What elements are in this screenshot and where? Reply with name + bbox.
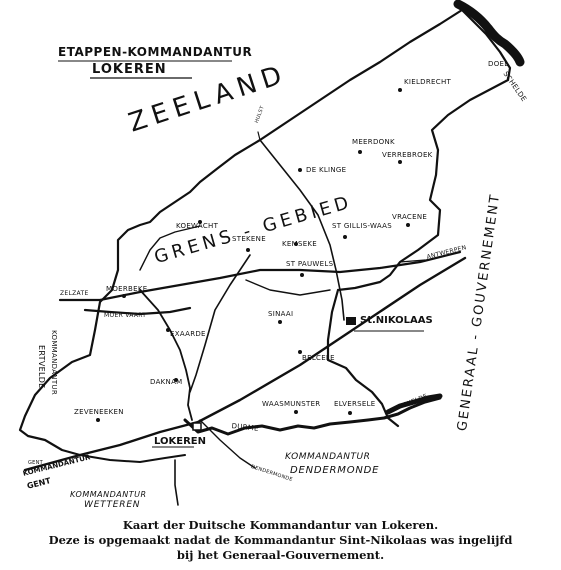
place-st-gillis: ST GILLIS-WAAS bbox=[332, 222, 392, 230]
place-stekene: STEKENE bbox=[232, 235, 266, 243]
place-moervaart: MOER VAART bbox=[104, 312, 147, 319]
dot-elversele bbox=[348, 411, 352, 415]
dot-zeveneeken bbox=[96, 418, 100, 422]
dot-daknam bbox=[174, 378, 178, 382]
dot-sinaai bbox=[278, 320, 282, 324]
durme-river bbox=[183, 396, 442, 436]
lokeren-marker bbox=[192, 422, 202, 431]
header-line2: LOKEREN bbox=[92, 62, 167, 77]
road-stekene-daknam bbox=[189, 254, 251, 393]
road-dendermonde bbox=[199, 419, 256, 469]
dot-moerbeke bbox=[122, 294, 126, 298]
dot-kemseke bbox=[294, 242, 298, 246]
place-de-klinge: DE KLINGE bbox=[306, 166, 347, 174]
region-ertvelde-2: ERTVELDE bbox=[37, 345, 46, 389]
antwerpen-arrow bbox=[399, 259, 426, 263]
place-waasmunster: WAASMUNSTER bbox=[262, 400, 321, 408]
dot-belcele bbox=[298, 350, 302, 354]
caption-line2: Deze is opgemaakt nadat de Kommandantur … bbox=[48, 533, 513, 547]
place-koewacht: KOEWACHT bbox=[176, 222, 219, 230]
st-nikolaas-marker bbox=[346, 317, 356, 325]
place-st-nikolaas: St.NIKOLAAS bbox=[360, 315, 433, 326]
road-stekene-st-nikolaas bbox=[259, 139, 345, 321]
dot-stekene bbox=[246, 248, 250, 252]
region-ertvelde-1: KOMMANDANTUR bbox=[50, 330, 58, 395]
dot-waasmunster bbox=[294, 410, 298, 414]
place-zeveneeken: ZEVENEEKEN bbox=[74, 408, 124, 416]
dot-st-gillis bbox=[343, 235, 347, 239]
map-drawing bbox=[18, 0, 525, 506]
inner-boundary-1 bbox=[139, 225, 201, 271]
dot-vracene bbox=[406, 223, 410, 227]
dot-st-pauwels bbox=[300, 273, 304, 277]
road-exaarde-lokeren bbox=[139, 289, 193, 421]
dot-koewacht bbox=[198, 220, 202, 224]
inner-boundary-2 bbox=[245, 279, 331, 296]
hulst-road bbox=[257, 131, 261, 141]
caption-line1: Kaart der Duitsche Kommandantur van Loke… bbox=[122, 518, 439, 532]
place-belcele: BELCELE bbox=[302, 354, 335, 362]
dot-meerdonk bbox=[358, 150, 362, 154]
region-dendermonde-1: KOMMANDANTUR bbox=[285, 452, 371, 462]
place-kemseke: KEMSEKE bbox=[282, 240, 318, 248]
wetteren-boundary-2 bbox=[174, 459, 179, 506]
dot-kieldrecht bbox=[398, 88, 402, 92]
region-wetteren-1: KOMMANDANTUR bbox=[70, 490, 147, 499]
place-verrebroek: VERREBROEK bbox=[382, 151, 433, 159]
moervaart-canal bbox=[83, 306, 192, 316]
schelde-river-north bbox=[453, 0, 525, 67]
district-boundary bbox=[18, 8, 512, 457]
place-sinaai: SINAAI bbox=[268, 310, 294, 318]
place-moerbeke: MOERBEKE bbox=[106, 285, 148, 293]
place-elversele: ELVERSELE bbox=[334, 400, 376, 408]
place-gent-rail: GENT bbox=[28, 460, 44, 466]
place-meerdonk: MEERDONK bbox=[352, 138, 395, 146]
caption-line3: bij het Generaal-Gouvernement. bbox=[176, 548, 385, 562]
place-st-pauwels: ST PAUWELS bbox=[286, 260, 334, 268]
place-doel: DOEL bbox=[488, 60, 509, 68]
dot-verrebroek bbox=[398, 160, 402, 164]
region-dendermonde-2: DENDERMONDE bbox=[290, 465, 380, 476]
place-exaarde: EXAARDE bbox=[170, 330, 206, 338]
place-daknam: DAKNAM bbox=[150, 378, 183, 386]
railway-gent-antwerpen bbox=[23, 256, 467, 472]
dot-de-klinge bbox=[298, 168, 302, 172]
header-line1: ETAPPEN-KOMMANDANTUR bbox=[58, 45, 253, 59]
place-vracene: VRACENE bbox=[392, 213, 428, 221]
schelde-river-south bbox=[385, 393, 443, 415]
wetteren-boundary bbox=[79, 454, 186, 463]
dot-exaarde bbox=[166, 328, 170, 332]
railway-zelzate-antwerpen bbox=[58, 250, 462, 302]
place-zelzate: ZELZATE bbox=[60, 290, 89, 297]
region-wetteren-2: WETTEREN bbox=[84, 500, 141, 510]
place-kieldrecht: KIELDRECHT bbox=[404, 78, 452, 86]
place-lokeren: LOKEREN bbox=[154, 436, 206, 447]
